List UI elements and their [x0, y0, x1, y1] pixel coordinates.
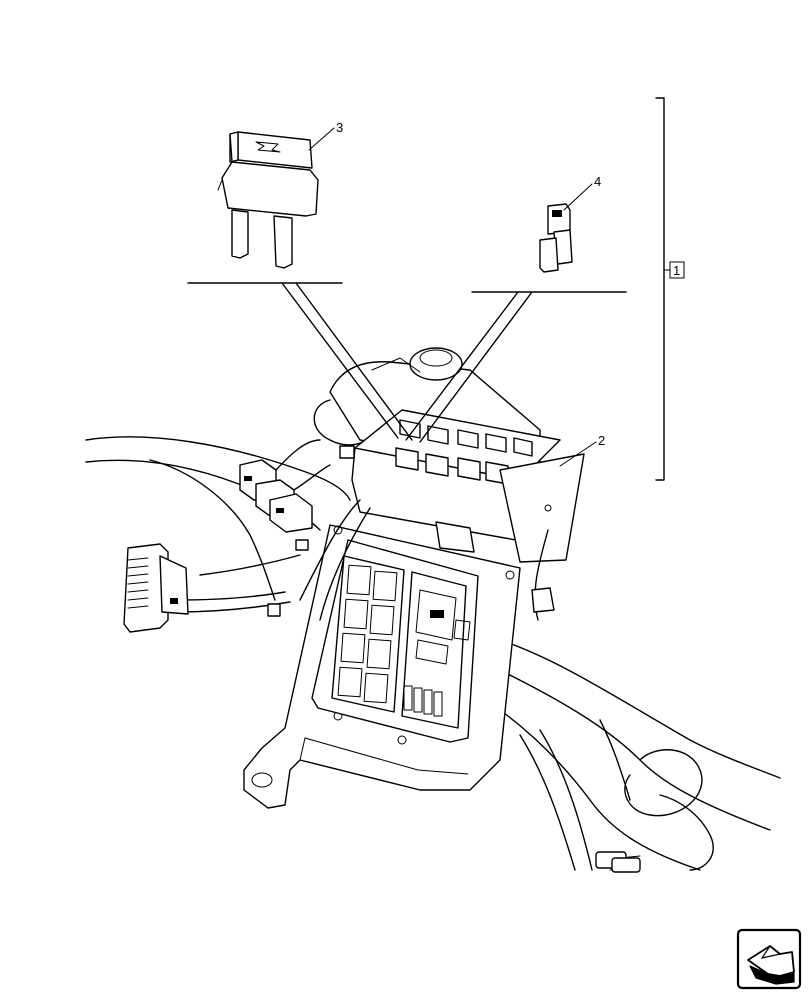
callout-box [669, 261, 685, 279]
callout-3: 3 [336, 120, 343, 135]
assembly-bracket [655, 97, 685, 481]
callout-2: 2 [598, 433, 605, 448]
left-connector-block [123, 543, 189, 633]
page-back-arrow-icon[interactable] [736, 928, 802, 990]
leader-lines [187, 282, 627, 443]
callout-leaders [308, 127, 597, 467]
fuse-relay-panel [311, 539, 479, 743]
blade-fuse-detail [217, 131, 319, 269]
wiring-harness [85, 436, 781, 873]
callout-1: 1 [673, 263, 680, 278]
twin-plug-connectors [239, 439, 331, 533]
upper-fuse-box [267, 347, 585, 621]
mini-fuse-detail [539, 203, 573, 273]
callout-4: 4 [594, 174, 601, 189]
